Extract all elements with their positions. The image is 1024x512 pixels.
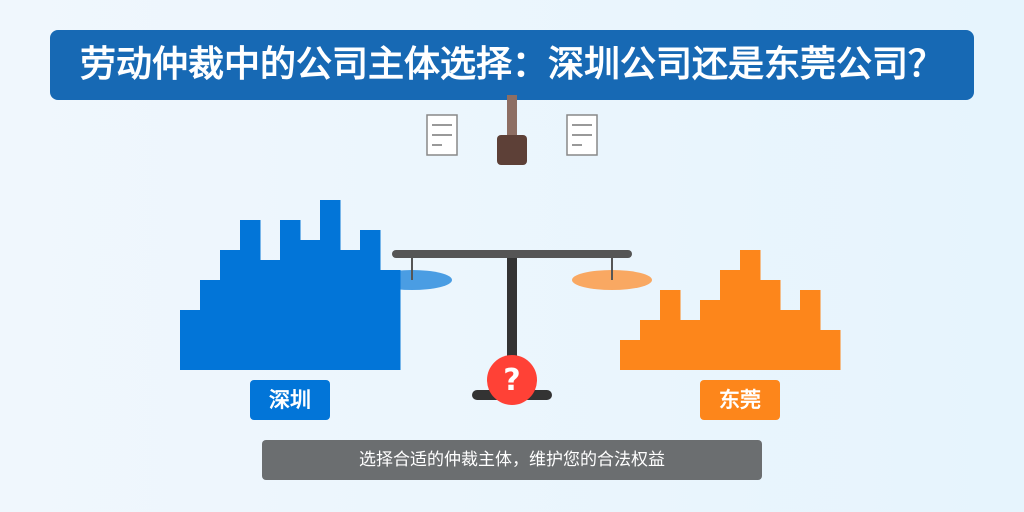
question-icon: ? — [487, 355, 537, 405]
building — [180, 310, 201, 370]
building — [820, 330, 841, 370]
shenzhen-label: 深圳 — [250, 380, 330, 420]
building — [240, 220, 261, 370]
building — [660, 290, 681, 370]
building — [320, 200, 341, 370]
document-icon — [566, 114, 598, 156]
building — [760, 280, 781, 370]
building — [700, 300, 721, 370]
building — [800, 290, 821, 370]
building — [780, 310, 801, 370]
building — [380, 270, 401, 370]
building — [360, 230, 381, 370]
svg-text:?: ? — [503, 363, 520, 398]
shenzhen-skyline-icon — [180, 200, 401, 370]
building — [720, 270, 741, 370]
footer-banner: 选择合适的仲裁主体，维护您的合法权益 — [262, 440, 762, 480]
building — [340, 250, 361, 370]
building — [680, 320, 701, 370]
building — [220, 250, 241, 370]
building — [640, 320, 661, 370]
document-icon — [426, 114, 458, 156]
page-title: 劳动仲裁中的公司主体选择：深圳公司还是东莞公司？ — [50, 30, 974, 100]
building — [620, 340, 641, 370]
building — [200, 280, 221, 370]
building — [300, 240, 321, 370]
gavel-icon — [497, 95, 527, 165]
building — [280, 220, 301, 370]
building — [260, 260, 281, 370]
dongguan-label: 东莞 — [700, 380, 780, 420]
dongguan-skyline-icon — [620, 250, 841, 370]
building — [740, 250, 761, 370]
